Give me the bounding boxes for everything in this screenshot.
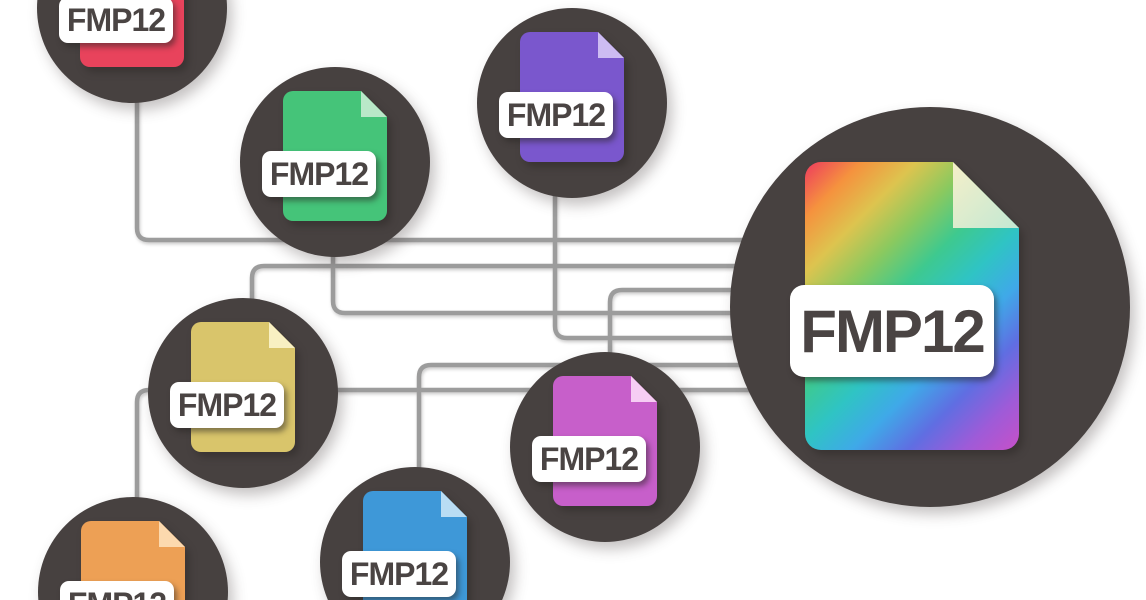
file-format-badge-red: FMP12	[59, 0, 173, 43]
connector-yellow-to-hub	[249, 263, 813, 311]
connector-blue-to-hub	[416, 362, 813, 480]
folded-corner-icon	[598, 32, 624, 58]
folded-corner-icon	[441, 491, 467, 517]
folded-corner-icon	[361, 91, 387, 117]
connector-purple-to-hub	[552, 185, 813, 341]
file-format-badge-green: FMP12	[262, 151, 376, 197]
file-node-green: FMP12	[240, 67, 430, 257]
file-node-rainbow: FMP12	[730, 107, 1130, 507]
file-format-badge-rainbow: FMP12	[790, 285, 994, 377]
connector-red-to-hub	[134, 92, 813, 243]
file-node-yellow: FMP12	[148, 298, 338, 488]
folded-corner-icon	[953, 162, 1019, 228]
file-format-badge-pink: FMP12	[532, 436, 646, 482]
file-format-badge-purple: FMP12	[499, 92, 613, 138]
folded-corner-icon	[631, 376, 657, 402]
folded-corner-icon	[269, 322, 295, 348]
file-node-purple: FMP12	[477, 8, 667, 198]
file-format-badge-orange: FMP12	[60, 581, 174, 600]
connector-pink-to-hub	[607, 287, 813, 365]
file-format-badge-blue: FMP12	[342, 551, 456, 597]
file-node-pink: FMP12	[510, 352, 700, 542]
folded-corner-icon	[159, 521, 185, 547]
file-format-badge-yellow: FMP12	[170, 382, 284, 428]
connector-green-to-hub	[330, 242, 813, 316]
